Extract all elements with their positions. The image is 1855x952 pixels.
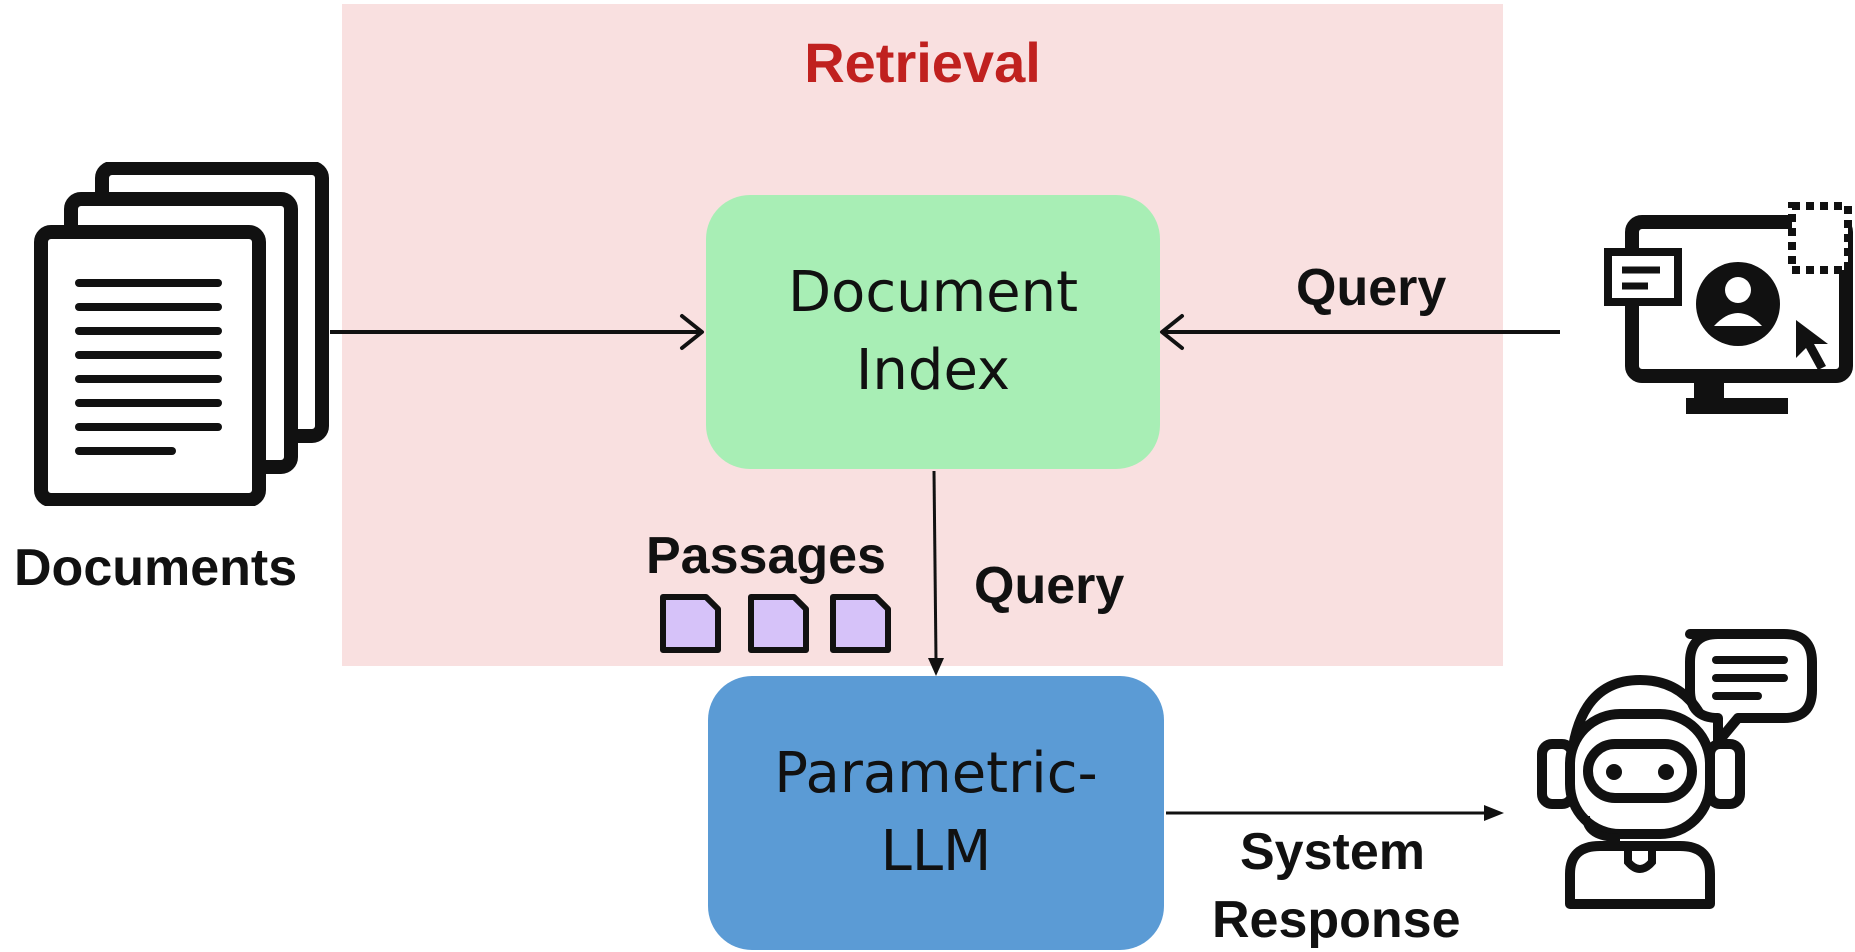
system-response-label-line1: System bbox=[1240, 823, 1425, 881]
passage-card-icon bbox=[748, 594, 809, 653]
passages-label: Passages bbox=[646, 527, 886, 585]
arrow-llm-to-response bbox=[1166, 805, 1504, 821]
document-index-node: Document Index bbox=[706, 195, 1160, 469]
llm-label-line2: LLM bbox=[880, 819, 992, 884]
llm-label-line1: Parametric- bbox=[774, 741, 1098, 806]
monitor-user-icon bbox=[1604, 202, 1853, 414]
system-response-label-line2: Response bbox=[1212, 891, 1461, 949]
document-index-label-line1: Document bbox=[787, 260, 1079, 325]
document-index-label-line2: Index bbox=[855, 338, 1011, 403]
passage-card-icon bbox=[830, 594, 891, 653]
arrow-user-query-to-index bbox=[1160, 314, 1560, 350]
passages-group bbox=[660, 594, 891, 653]
documents-label: Documents bbox=[14, 539, 298, 597]
user-query-label: Query bbox=[1296, 259, 1447, 317]
arrow-index-to-llm bbox=[928, 470, 944, 676]
llm-query-label: Query bbox=[974, 557, 1125, 615]
robot-chat-icon bbox=[1537, 629, 1817, 909]
retrieval-title: Retrieval bbox=[804, 31, 1041, 94]
arrow-documents-to-index bbox=[330, 314, 704, 350]
document-stack-icon bbox=[34, 162, 329, 506]
passage-card-icon bbox=[660, 594, 721, 653]
parametric-llm-node: Parametric- LLM bbox=[708, 676, 1164, 950]
